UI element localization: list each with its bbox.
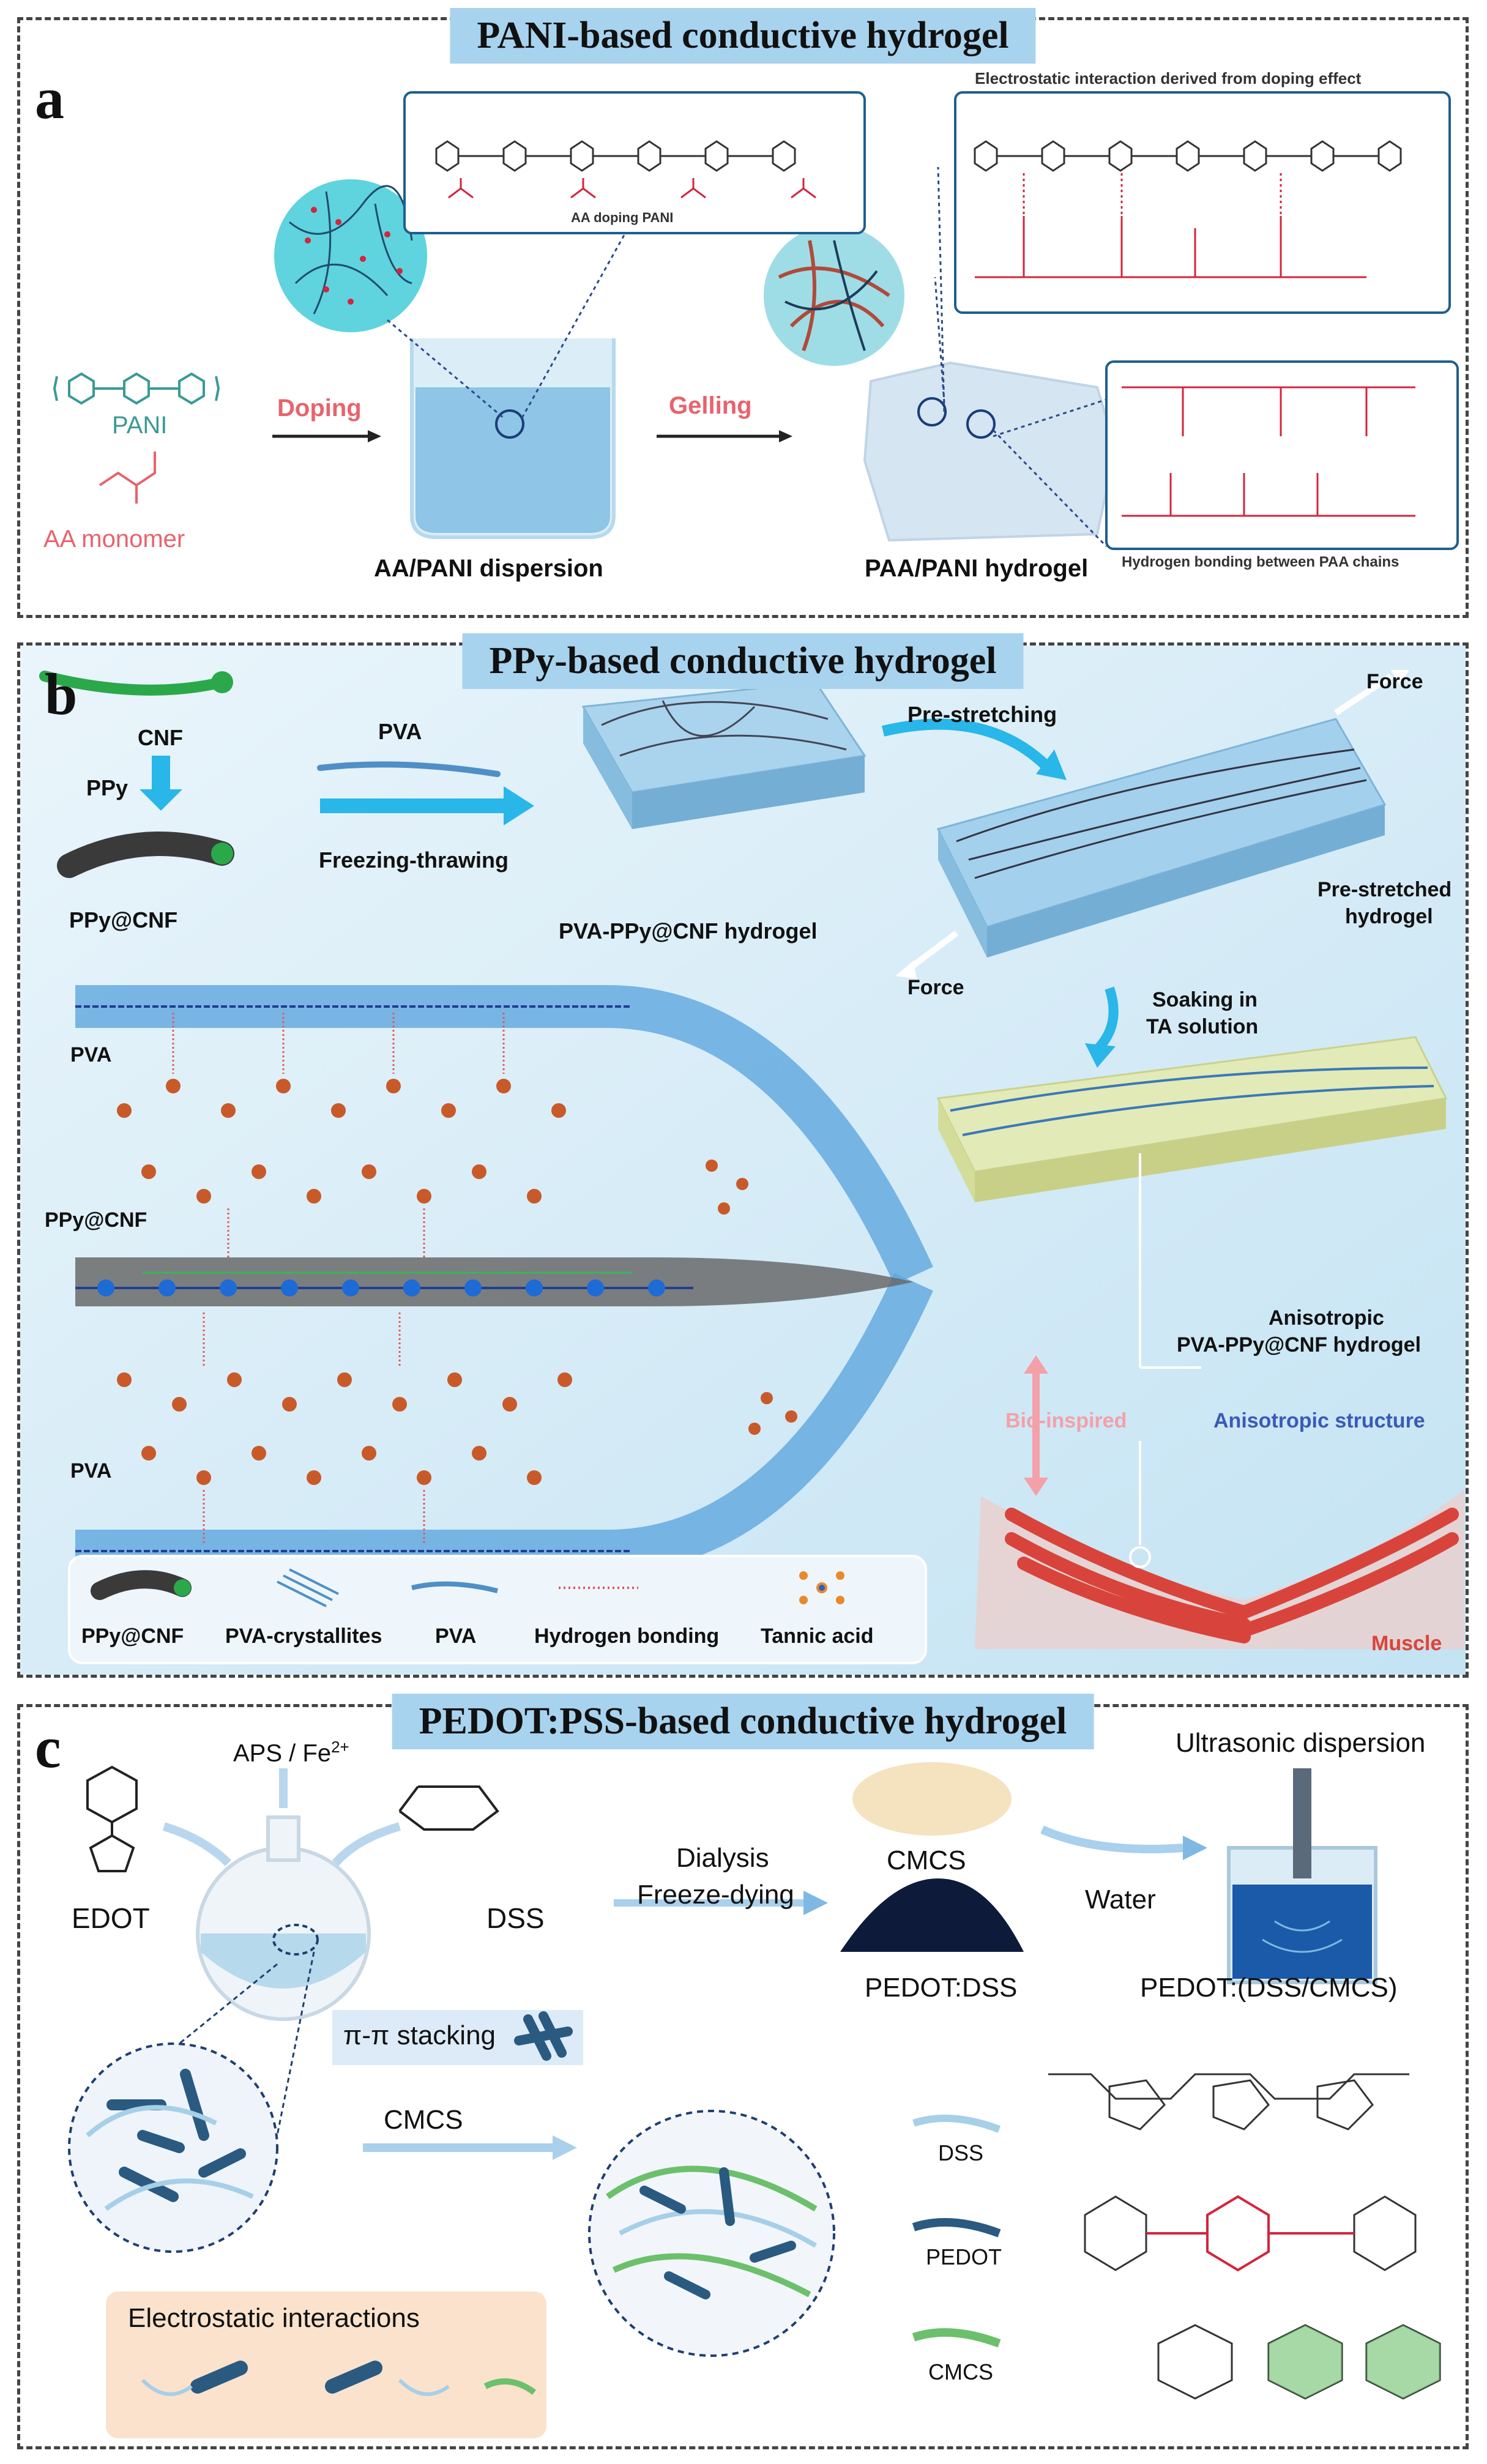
pva-band-bottom	[75, 1273, 933, 1573]
dss-structure	[398, 1785, 499, 1831]
pva-label-top: PVA	[378, 719, 422, 744]
aa-monomer-structure	[99, 452, 156, 504]
legend-box	[68, 1555, 927, 1664]
legend-hydrogen-bonding: Hydrogen bonding	[534, 1625, 720, 1648]
edot-label: EDOT	[72, 1902, 150, 1934]
prestretched-label-2: hydrogel	[1345, 905, 1433, 928]
electrostatic-box-c	[106, 2291, 546, 2438]
aa-doping-pani-label: AA doping PANI	[571, 210, 674, 225]
aa-doping-pani-box	[403, 91, 866, 234]
pani-structure	[53, 372, 220, 405]
panel-a: a PANI-based conductive hydrogel PANI AA…	[17, 8, 1469, 618]
ppy-label: PPy	[86, 775, 129, 800]
aa-monomer-label: AA monomer	[43, 526, 185, 553]
force-top-label: Force	[1366, 670, 1423, 693]
pva-mol-top-label: PVA	[70, 1043, 112, 1066]
panel-c: c PEDOT:PSS-based conductive hydrogel AP…	[17, 1694, 1469, 2449]
bioinspired-label: Bio-inspired	[1005, 1409, 1127, 1432]
freezing-label: Freezing-thrawing	[319, 847, 509, 873]
pedot-dss-label: PEDOT:DSS	[865, 1973, 1018, 2003]
ultrasonic-label: Ultrasonic dispersion	[1176, 1728, 1426, 1758]
cnf-label: CNF	[138, 725, 183, 750]
tannic-acid-clusters	[117, 1079, 797, 1485]
panel-b-graphic	[20, 646, 1466, 1675]
doping-label: Doping	[277, 395, 362, 422]
prestretching-label: Pre-stretching	[907, 702, 1057, 727]
electrostatic-c-label: Electrostatic interactions	[128, 2303, 420, 2333]
pedot-final-label: PEDOT:(DSS/CMCS)	[1140, 1973, 1398, 2003]
panel-a-title: PANI-based conductive hydrogel	[450, 8, 1036, 64]
panel-a-letter: a	[35, 65, 64, 131]
panel-b: b PPy-based conductive hydrogel CNF PPy …	[17, 633, 1469, 1678]
gelling-label: Gelling	[669, 392, 752, 419]
pva-band-top	[75, 985, 933, 1285]
legend-cmcs-label: CMCS	[928, 2359, 993, 2384]
panel-a-graphic	[53, 91, 1459, 550]
legend-pva-crystallites: PVA-crystallites	[225, 1625, 382, 1648]
water-label: Water	[1085, 1885, 1156, 1915]
legend-pva: PVA	[435, 1625, 477, 1648]
cnf-to-ppy-arrow	[140, 756, 182, 811]
muscle-fibers	[1005, 1508, 1459, 1643]
pani-dispersion-zoom	[274, 179, 427, 332]
cmcs-powder	[852, 1762, 1012, 1836]
pani-label: PANI	[112, 412, 168, 439]
anisotropic-structure-label: Anisotropic structure	[1213, 1409, 1425, 1432]
legend-tannic-acid: Tannic acid	[761, 1625, 874, 1648]
hbond-label: Hydrogen bonding between PAA chains	[1122, 554, 1399, 570]
muscle-label: Muscle	[1371, 1632, 1442, 1655]
legend-pedot-label: PEDOT	[926, 2244, 1002, 2269]
edot-structure	[86, 1765, 138, 1872]
prestretched-label-1: Pre-stretched	[1317, 878, 1452, 901]
ppy-cnf-mol-label: PPy@CNF	[45, 1208, 147, 1232]
hydrogel-network-zoom	[764, 225, 904, 366]
pi-stacking-label: π-π stacking	[343, 2020, 496, 2050]
pedot-dss-powder	[840, 1878, 1024, 1952]
anisotropic-label-2: PVA-PPy@CNF hydrogel	[1177, 1333, 1422, 1357]
ppy-cnf-fiber	[57, 832, 234, 878]
panel-c-letter: c	[35, 1714, 61, 1780]
hbond-box	[1105, 360, 1459, 550]
freeze-label: Freeze-dying	[637, 1880, 794, 1910]
dss-label: DSS	[486, 1902, 545, 1934]
force-bottom-label: Force	[907, 976, 964, 999]
hydrogel-block	[863, 361, 1117, 542]
electrostatic-label: Electrostatic interaction derived from d…	[975, 69, 1362, 87]
hydrogel-b-label: PVA-PPy@CNF hydrogel	[559, 918, 818, 944]
cmcs-arrow-label: CMCS	[384, 2105, 463, 2135]
legend-dss-label: DSS	[938, 2140, 984, 2165]
cnf-fiber	[39, 671, 228, 696]
dialysis-label: Dialysis	[676, 1843, 769, 1873]
aps-label: APS / Fe2+	[233, 1738, 349, 1767]
panel-c-graphic	[68, 1762, 1441, 2438]
hydrogel-label: PAA/PANI hydrogel	[865, 555, 1089, 582]
panel-c-title: PEDOT:PSS-based conductive hydrogel	[392, 1694, 1094, 1749]
electrostatic-box	[954, 91, 1451, 314]
freezing-arrow	[320, 786, 534, 825]
legend-ppy-cnf: PPy@CNF	[81, 1625, 184, 1648]
soaking-label-1: Soaking in	[1152, 988, 1258, 1011]
ppy-cnf-label: PPy@CNF	[69, 907, 178, 932]
ppy-cnf-band	[75, 1257, 914, 1306]
soaking-label-2: TA solution	[1146, 1015, 1259, 1038]
pva-mol-bottom-label: PVA	[70, 1459, 112, 1483]
dispersion-label: AA/PANI dispersion	[374, 555, 603, 582]
cmcs-top-label: CMCS	[887, 1845, 966, 1875]
anisotropic-label-1: Anisotropic	[1269, 1306, 1384, 1330]
panel-b-title: PPy-based conductive hydrogel	[462, 633, 1024, 689]
panel-b-letter: b	[45, 661, 78, 727]
